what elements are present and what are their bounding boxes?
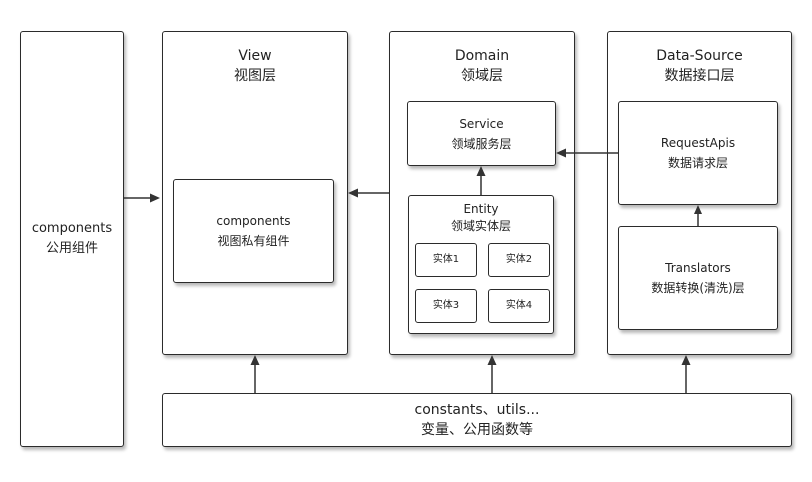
- domain-entity-sublabel: 领域实体层: [450, 219, 511, 233]
- domain-service-sublabel: 领域服务层: [451, 136, 512, 151]
- components-shared-sublabel: 公用组件: [45, 241, 98, 256]
- entity-item: 实体4: [488, 289, 550, 323]
- request-apis-label: RequestApis: [660, 136, 736, 150]
- components-shared-label: components: [31, 221, 113, 236]
- entity-item: 实体3: [415, 289, 477, 323]
- domain-service-box: Service 领域服务层: [407, 101, 556, 166]
- view-layer-title: View: [238, 48, 272, 64]
- view-private-components-box: components 视图私有组件: [173, 179, 334, 283]
- view-private-components-label: components: [216, 214, 291, 228]
- translators-label: Translators: [665, 261, 731, 275]
- entity-item-label: 实体2: [505, 254, 533, 265]
- entity-item-label: 实体4: [505, 300, 533, 311]
- data-source-layer-title: Data-Source: [656, 48, 743, 64]
- components-shared-box: components 公用组件: [20, 31, 124, 447]
- arrowhead-icon: [681, 355, 691, 365]
- domain-service-label: Service: [459, 116, 504, 131]
- arrowhead-icon: [250, 355, 260, 365]
- domain-layer-subtitle: 领域层: [461, 68, 503, 84]
- domain-layer-title: Domain: [454, 48, 510, 64]
- arrowhead-icon: [487, 355, 497, 365]
- entity-item: 实体2: [488, 243, 550, 277]
- entity-item-label: 实体1: [432, 254, 460, 265]
- constants-utils-sublabel: 变量、公用函数等: [421, 422, 533, 438]
- constants-utils-box: constants、utils... 变量、公用函数等: [162, 393, 792, 447]
- arrowhead-icon: [348, 188, 358, 198]
- view-private-components-sublabel: 视图私有组件: [217, 234, 290, 248]
- view-layer-subtitle: 视图层: [234, 68, 276, 84]
- translators-box: Translators 数据转换(清洗)层: [618, 226, 778, 330]
- entity-item-label: 实体3: [432, 300, 460, 311]
- entity-item: 实体1: [415, 243, 477, 277]
- domain-entity-label: Entity: [463, 202, 499, 216]
- request-apis-sublabel: 数据请求层: [667, 156, 728, 170]
- request-apis-box: RequestApis 数据请求层: [618, 101, 778, 205]
- constants-utils-label: constants、utils...: [414, 402, 540, 418]
- translators-sublabel: 数据转换(清洗)层: [651, 281, 745, 295]
- arrowhead-icon: [150, 193, 160, 203]
- data-source-layer-subtitle: 数据接口层: [664, 68, 735, 84]
